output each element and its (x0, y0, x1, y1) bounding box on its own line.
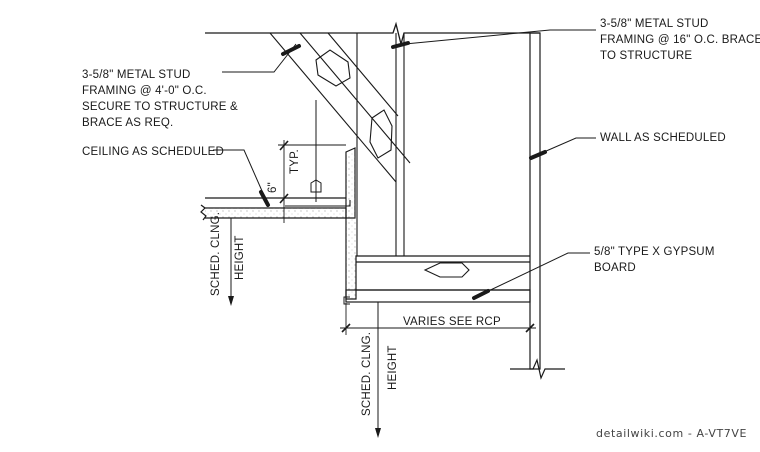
watermark: detailwiki.com - A-VT7VE (596, 427, 747, 440)
note-stud-16-line-3: TO STRUCTURE (600, 50, 692, 62)
leader-wall (529, 137, 596, 160)
metal-studs (310, 33, 405, 256)
dimension-six-inch-label: 6" (267, 182, 279, 193)
note-stud-16-line-2: FRAMING @ 16" O.C. BRACE (600, 34, 760, 46)
right-height-label-line-1: SCHED. CLNG. (361, 332, 373, 416)
hanger-clip (310, 179, 322, 193)
note-stud-bracing-line-2: FRAMING @ 4'-0" O.C. (82, 85, 207, 97)
structure-line (205, 21, 540, 47)
note-stud-bracing-line-1: 3-5/8" METAL STUD (82, 69, 190, 81)
leader-stud-16 (391, 29, 596, 49)
stud-knockout (423, 262, 470, 278)
dimension-typ-label: TYP. (289, 149, 301, 174)
leader-stud-bracing (222, 43, 301, 73)
dimension-varies (340, 303, 536, 335)
note-stud-16-line-1: 3-5/8" METAL STUD (600, 18, 708, 30)
note-ceiling: CEILING AS SCHEDULED (82, 146, 224, 158)
left-height-label-line-2: HEIGHT (234, 235, 246, 280)
left-height-label-line-1: SCHED. CLNG. (210, 212, 222, 296)
note-gypsum-line-2: BOARD (594, 262, 636, 274)
scheduled-wall (510, 32, 565, 380)
soffit-box (343, 218, 531, 305)
leader-gypsum (472, 252, 590, 300)
diagonal-brace (269, 32, 411, 183)
note-wall: WALL AS SCHEDULED (600, 132, 726, 144)
brace-knockout (315, 49, 351, 87)
note-stud-bracing-line-3: SECURE TO STRUCTURE & (82, 101, 238, 113)
note-stud-bracing-line-4: BRACE AS REQ. (82, 117, 173, 129)
brace-knockout (369, 109, 393, 159)
dimension-varies-label: VARIES SEE RCP (403, 316, 501, 328)
right-height-label-line-2: HEIGHT (387, 345, 399, 390)
ceiling-height-arrows (228, 218, 381, 438)
note-gypsum-line-1: 5/8" TYPE X GYPSUM (594, 246, 715, 258)
dimension-six-inch (278, 140, 346, 223)
leader-ceiling (213, 149, 270, 207)
